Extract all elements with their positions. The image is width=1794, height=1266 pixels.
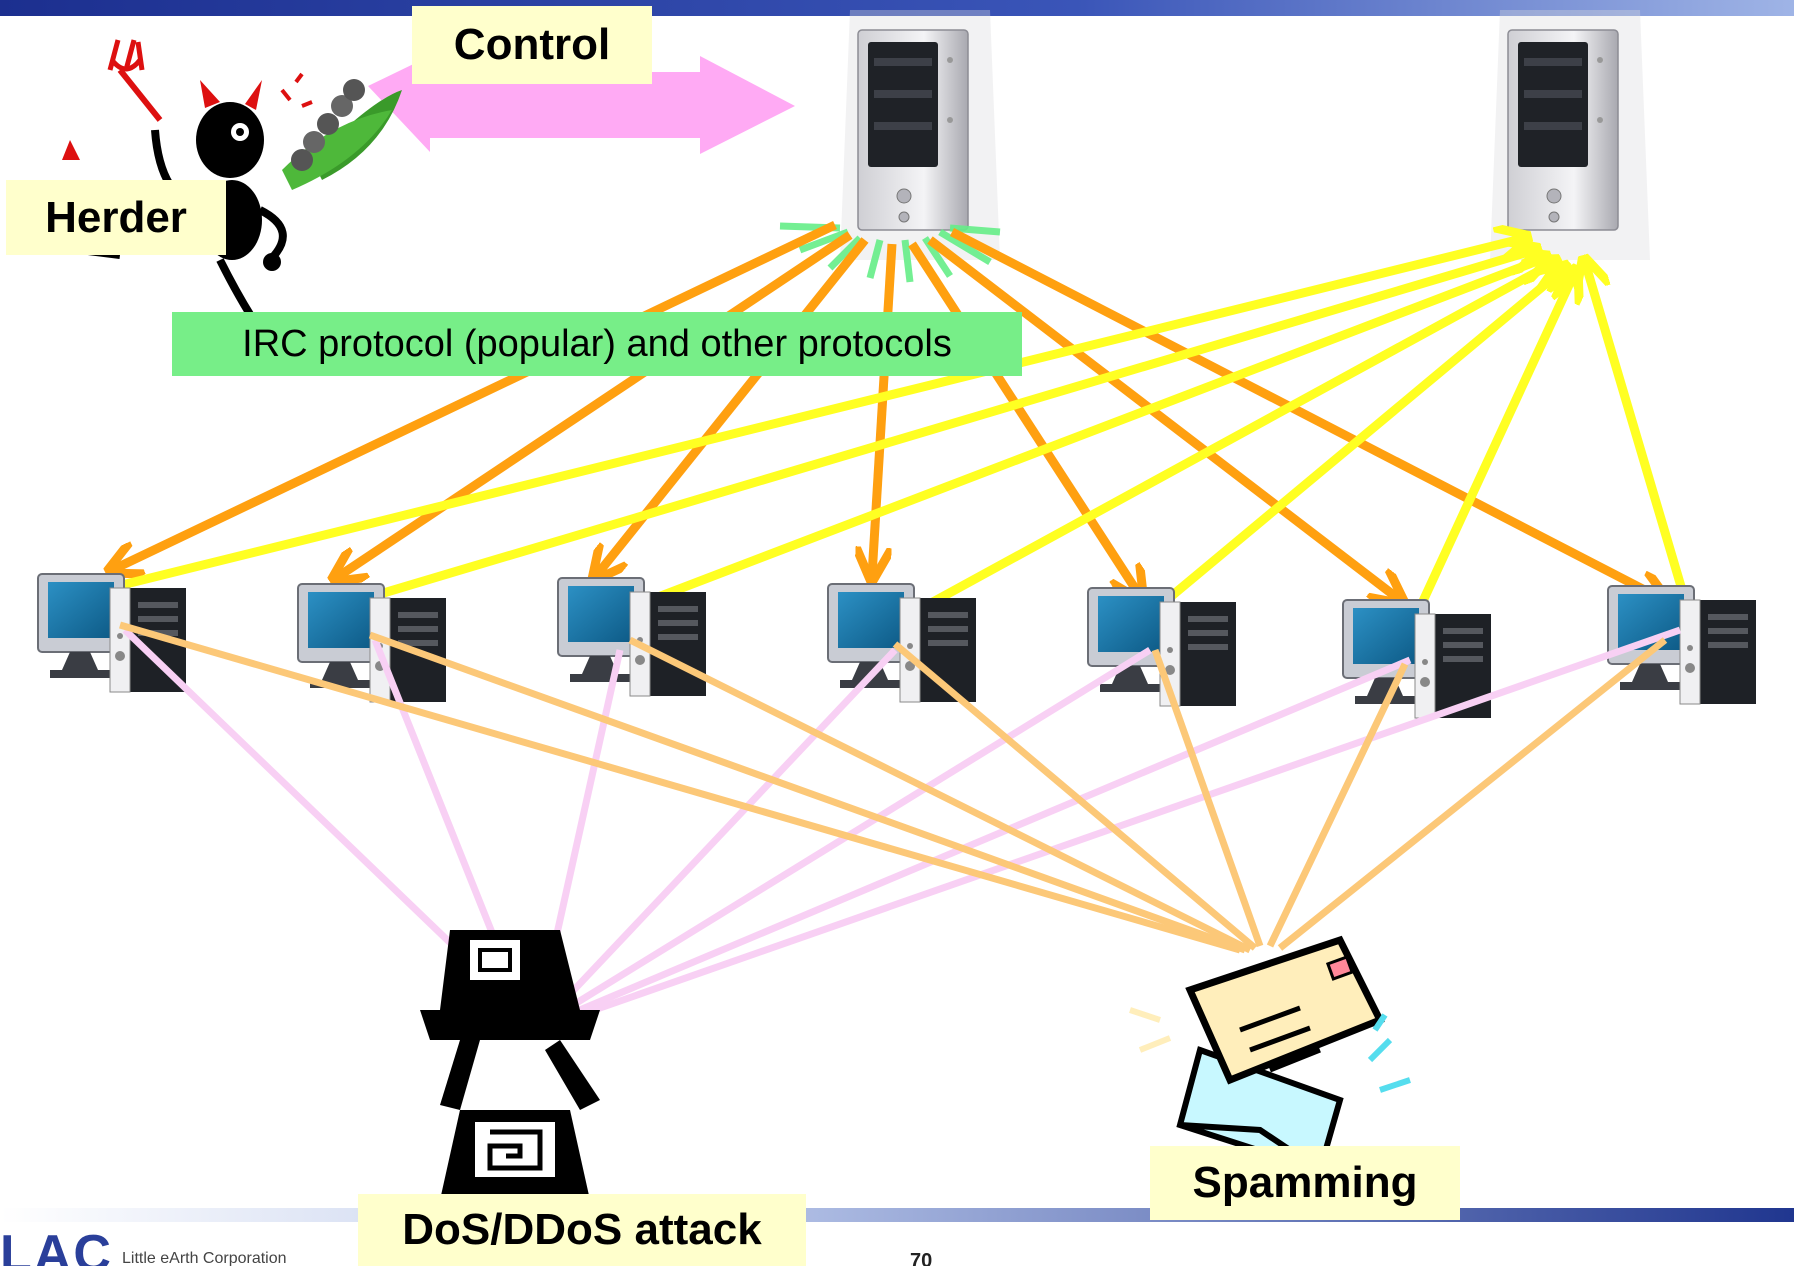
herder-label: Herder	[6, 180, 226, 255]
computer-icon	[827, 583, 977, 703]
caterpillar-icon	[282, 79, 402, 190]
irc-protocol-label: IRC protocol (popular) and other protoco…	[172, 312, 1022, 376]
logo-mark: LAC	[0, 1225, 113, 1266]
yellow-report-arrows	[108, 238, 1693, 642]
orange-command-arrows	[112, 220, 1664, 600]
dos-attack-label: DoS/DDoS attack	[358, 1194, 806, 1266]
server-icon	[1489, 9, 1651, 261]
dos-target-computer-icon	[420, 930, 610, 1230]
server-icon	[839, 9, 1001, 261]
control-label: Control	[412, 6, 652, 84]
envelope-icon	[1129, 935, 1411, 1174]
peach-spam-arrows	[119, 621, 1668, 954]
spamming-label: Spamming	[1150, 1146, 1460, 1220]
computer-icon	[37, 573, 187, 693]
computer-icon	[1087, 587, 1237, 707]
company-name: Little eArth Corporation	[122, 1250, 287, 1266]
computer-icon	[557, 577, 707, 697]
page-number: 70	[910, 1250, 933, 1266]
